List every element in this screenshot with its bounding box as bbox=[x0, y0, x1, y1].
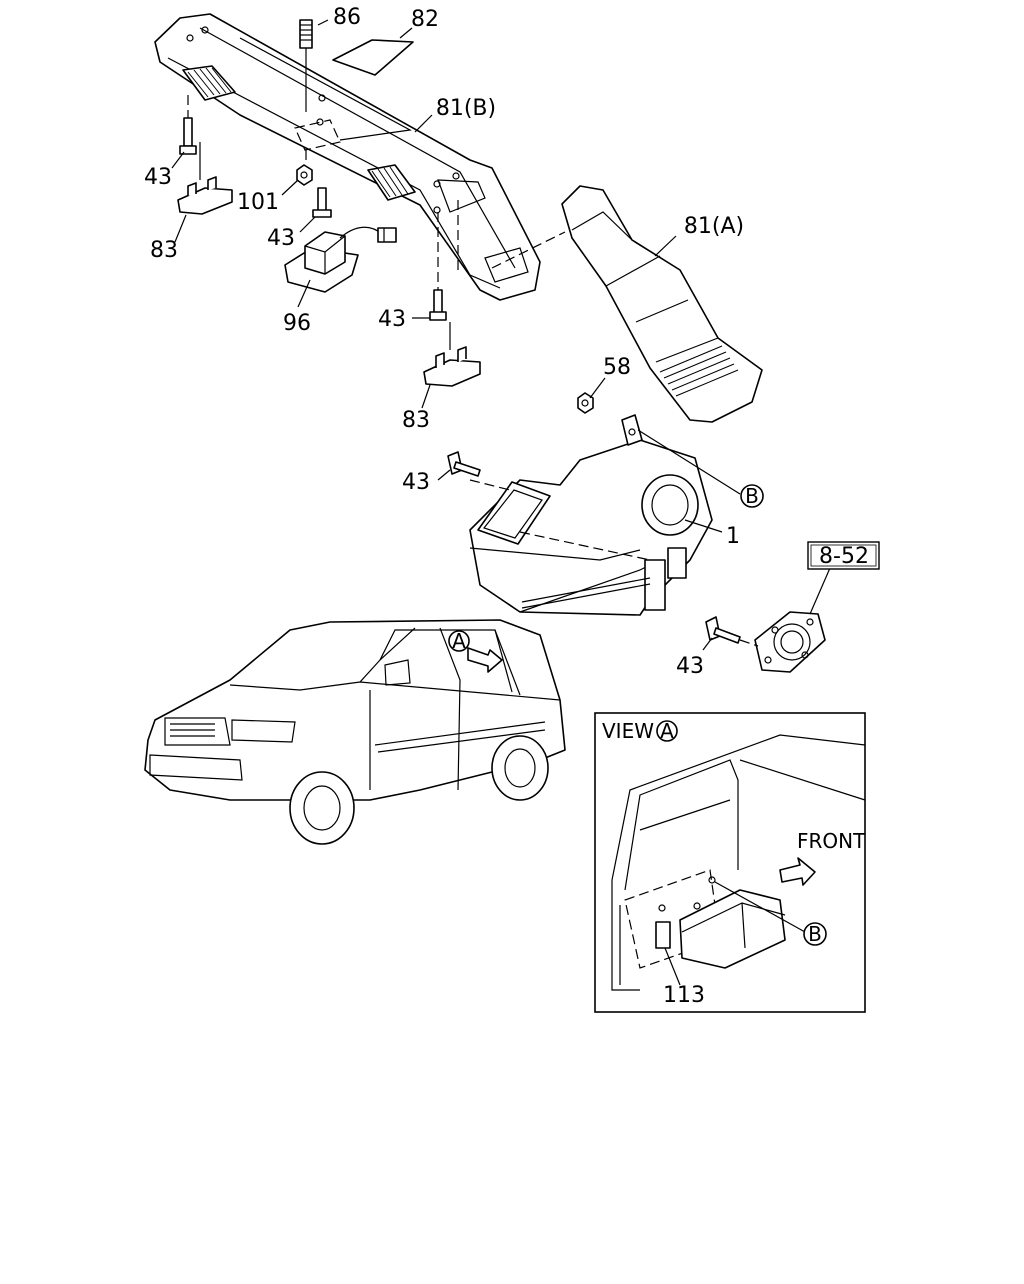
ref-8-52-box bbox=[807, 541, 880, 570]
bolt-43-flange bbox=[705, 616, 759, 647]
blower-unit-1 bbox=[469, 414, 713, 616]
view-a-title-ref: A bbox=[660, 719, 674, 743]
bolt-43-mid bbox=[429, 200, 459, 321]
callout-83-lower: 83 bbox=[402, 408, 430, 433]
ref-b-circle-1 bbox=[740, 484, 764, 508]
overhead-duct-81b bbox=[154, 13, 541, 301]
callout-43-upper-left: 43 bbox=[144, 165, 172, 190]
callout-43-center: 43 bbox=[267, 226, 295, 251]
callout-113: 113 bbox=[663, 983, 705, 1008]
callout-58: 58 bbox=[603, 355, 631, 380]
ref-8-52-box-inner bbox=[810, 544, 877, 567]
callout-101: 101 bbox=[237, 190, 279, 215]
clip-part-83-upper bbox=[177, 142, 233, 215]
ref-b-label-2: B bbox=[808, 922, 822, 946]
callout-82: 82 bbox=[411, 7, 439, 32]
callout-1: 1 bbox=[726, 524, 740, 549]
vehicle-illustration bbox=[144, 619, 566, 845]
callout-81a: 81(A) bbox=[684, 214, 744, 239]
bolt-43-upper-left bbox=[179, 95, 197, 155]
clip-part-83-lower bbox=[423, 322, 481, 387]
view-a-title: VIEW bbox=[602, 719, 654, 743]
leader-lines bbox=[171, 19, 831, 986]
callout-81b: 81(B) bbox=[436, 96, 496, 121]
flange-plate-8-52 bbox=[754, 611, 826, 673]
callout-86: 86 bbox=[333, 5, 361, 30]
stud-part-86 bbox=[299, 19, 313, 112]
callout-43-unit: 43 bbox=[402, 470, 430, 495]
callout-83-upper: 83 bbox=[150, 238, 178, 263]
front-direction-label: FRONT bbox=[797, 829, 866, 853]
pad-part-82 bbox=[332, 39, 414, 76]
bolt-43-unit bbox=[447, 451, 481, 477]
view-a-inset bbox=[594, 712, 866, 1013]
lamp-unit-96 bbox=[284, 226, 397, 293]
view-a-marker-label: A bbox=[452, 629, 466, 653]
nut-part-58 bbox=[577, 392, 594, 414]
duct-part-81a bbox=[491, 185, 763, 423]
ref-b-circle-2 bbox=[803, 922, 827, 946]
callout-8-52: 8-52 bbox=[819, 544, 869, 569]
callout-96: 96 bbox=[283, 311, 311, 336]
ref-b-label-1: B bbox=[745, 484, 759, 508]
bolt-43-center bbox=[312, 187, 332, 218]
callout-43-mid: 43 bbox=[378, 307, 406, 332]
callout-43-flange: 43 bbox=[676, 654, 704, 679]
view-a-title-ref-circle bbox=[656, 720, 678, 742]
nut-part-101 bbox=[296, 150, 313, 186]
